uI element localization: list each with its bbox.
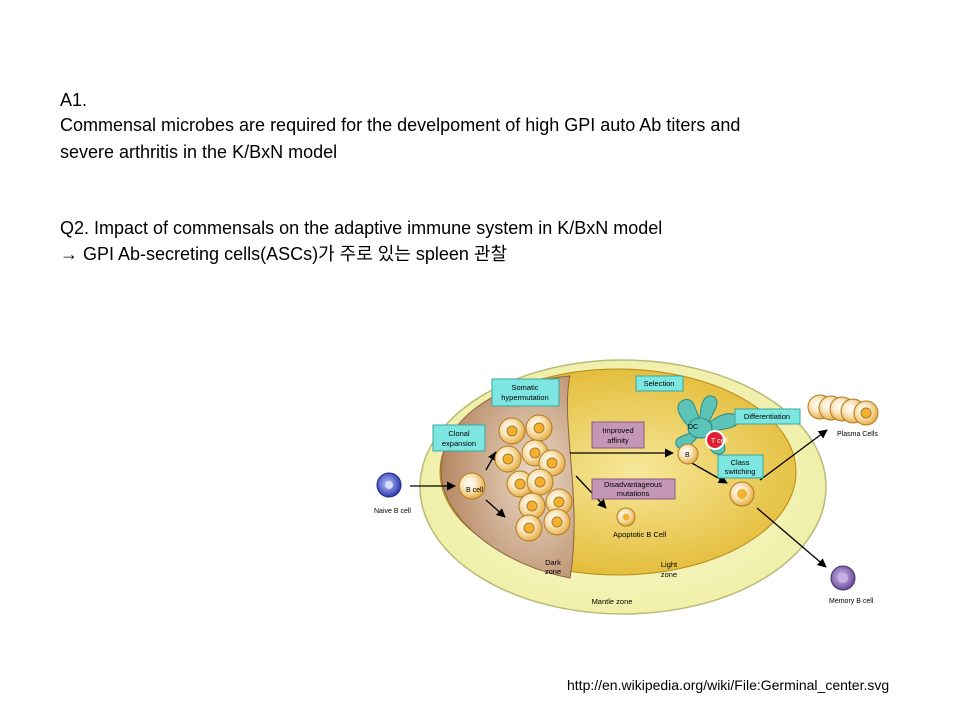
process-arrows	[410, 429, 828, 568]
svg-text:switching: switching	[725, 467, 756, 476]
b-cell-inside-label: B cell	[466, 487, 484, 494]
apoptotic-b-cell-nucleus	[622, 513, 630, 521]
memory-b-cell-label: Memory B cell	[829, 598, 874, 605]
naive-b-cell-nucleus	[385, 481, 393, 489]
mantle-zone-label: Mantle zone	[592, 597, 633, 606]
dark-zone-label-2: zone	[545, 567, 561, 576]
svg-text:hypermutation: hypermutation	[501, 393, 549, 402]
class-switching-box: Class switching	[717, 454, 764, 479]
memory-b-cell-nucleus	[838, 573, 848, 583]
plasma-cells	[807, 394, 879, 426]
light-zone-label-1: Light	[661, 560, 678, 569]
answer-line-1: Commensal microbes are required for the …	[60, 115, 741, 135]
dark-zone-label-1: Dark	[545, 558, 561, 567]
dark-zone-b-cells	[494, 414, 573, 542]
svg-text:Improved: Improved	[602, 426, 633, 435]
t-cell-label: T cell	[711, 438, 728, 445]
differentiation-box: Differentiation	[734, 408, 801, 425]
class-switched-b-cell-nucleus	[737, 489, 747, 499]
question-heading: Q2. Impact of commensals on the adaptive…	[60, 218, 663, 238]
disadvantageous-mutations-box: Disadvantageous mutations	[591, 478, 676, 500]
svg-text:Somatic: Somatic	[511, 383, 538, 392]
germinal-center-diagram: B cell DC T cell B Somatic hypermutation	[374, 359, 879, 615]
apoptotic-b-cell-label: Apoptotic B Cell	[613, 530, 667, 539]
clonal-expansion-box: Clonal expansion	[432, 424, 486, 452]
svg-text:mutations: mutations	[617, 489, 650, 498]
svg-text:Class: Class	[731, 458, 750, 467]
right-arrow-icon: →	[60, 244, 78, 264]
improved-affinity-box: Improved affinity	[591, 421, 645, 449]
svg-text:expansion: expansion	[442, 439, 476, 448]
svg-text:Selection: Selection	[644, 379, 675, 388]
naive-b-cell-label: Naive B cell	[374, 508, 411, 515]
question-subline: → GPI Ab-secreting cells(ASCs)가 주로 있는 sp…	[60, 242, 507, 267]
dc-label: DC	[688, 424, 698, 431]
light-zone-label-2: zone	[661, 570, 677, 579]
light-zone-b-cell	[677, 443, 699, 465]
plasma-cells-label: Plasma Cells	[837, 431, 878, 438]
selection-box: Selection	[635, 375, 684, 392]
b-small-label: B	[685, 452, 690, 459]
source-url: http://en.wikipedia.org/wiki/File:Germin…	[567, 677, 890, 693]
answer-line-2: severe arthritis in the K/BxN model	[60, 142, 338, 162]
t-cell	[705, 430, 725, 450]
entering-b-cell	[458, 472, 486, 500]
answer-heading: A1.	[60, 90, 88, 110]
svg-text:Differentiation: Differentiation	[744, 412, 790, 421]
question-subline-text: GPI Ab-secreting cells(ASCs)가 주로 있는 sple…	[78, 244, 508, 264]
svg-text:affinity: affinity	[607, 436, 629, 445]
svg-text:Disadvantageous: Disadvantageous	[604, 480, 662, 489]
somatic-hypermutation-box: Somatic hypermutation	[491, 378, 560, 407]
svg-text:Clonal: Clonal	[448, 429, 470, 438]
